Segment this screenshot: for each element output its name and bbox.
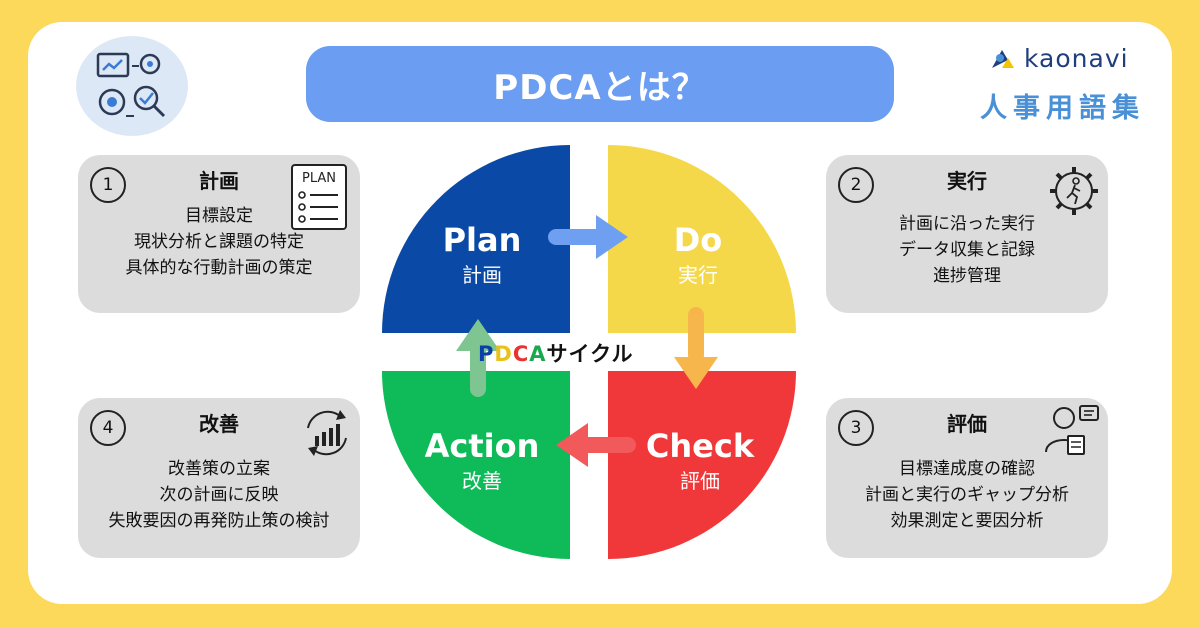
- kaonavi-logo-icon: [992, 50, 1014, 68]
- arrow-do-to-check: [674, 307, 718, 389]
- arrow-action-to-plan: [456, 319, 500, 397]
- step-item: 次の計画に反映: [159, 485, 279, 505]
- step-number: 1: [90, 167, 126, 203]
- step-item: 目標設定: [185, 206, 253, 226]
- check-label: Check 評価: [620, 426, 780, 496]
- page-title: PDCAとは？: [493, 67, 707, 108]
- strategy-illustration: [76, 36, 188, 136]
- action-label: Action 改善: [402, 426, 562, 496]
- step-item: 目標達成度の確認: [899, 459, 1035, 479]
- step-item: 失敗要因の再発防止策の検討: [108, 511, 330, 531]
- step-item: 計画に沿った実行: [899, 214, 1035, 234]
- step-item: 具体的な行動計画の策定: [125, 258, 313, 278]
- page-title-banner: PDCAとは？: [306, 46, 894, 122]
- do-label-ja: 実行: [678, 263, 718, 287]
- check-label-en: Check: [645, 427, 755, 465]
- step-number: 2: [838, 167, 874, 203]
- reviewer-icon: [1045, 405, 1099, 455]
- step-title: 計画: [199, 169, 239, 193]
- step-item: 計画と実行のギャップ分析: [865, 485, 1069, 505]
- plan-document-icon: PLAN: [291, 164, 347, 230]
- arrow-check-to-action: [556, 423, 636, 467]
- plan-label-en: Plan: [442, 221, 522, 259]
- gear-runner-icon: [1050, 167, 1098, 215]
- step-item: 改善策の立案: [168, 459, 270, 479]
- brand-subtitle: 人事用語集: [980, 93, 1145, 124]
- check-label-ja: 評価: [680, 469, 720, 493]
- step-items: 改善策の立案 次の計画に反映 失敗要因の再発防止策の検討: [78, 456, 360, 534]
- step-box-do: 2 実行 計画に沿った実行 データ収集と記録 進捗管理: [826, 155, 1108, 313]
- step-box-check: 3 評価 目標達成度の確認 計画と実行のギャップ分析 効果測定と要因分析: [826, 398, 1108, 558]
- brand-logo: kaonavi 人事用語集: [980, 42, 1150, 124]
- pdca-letter-c: C: [512, 342, 530, 366]
- do-label: Do 実行: [618, 220, 778, 290]
- arrow-plan-to-do: [548, 215, 628, 259]
- pdca-letter-a: A: [529, 342, 547, 366]
- cycle-label-suffix: サイクル: [546, 342, 634, 366]
- pdca-cycle-diagram: [382, 145, 796, 559]
- step-title: 改善: [199, 412, 239, 436]
- step-number: 3: [838, 410, 874, 446]
- brand-name: kaonavi: [1024, 44, 1129, 73]
- step-item: データ収集と記録: [899, 240, 1035, 260]
- growth-chart-icon: [307, 410, 347, 456]
- step-items: 計画に沿った実行 データ収集と記録 進捗管理: [826, 211, 1108, 289]
- step-box-plan: 1 計画 目標設定 現状分析と課題の特定 具体的な行動計画の策定 PLAN: [78, 155, 360, 313]
- step-items: 目標設定 現状分析と課題の特定 具体的な行動計画の策定: [78, 203, 360, 281]
- action-label-ja: 改善: [462, 469, 502, 493]
- step-item: 現状分析と課題の特定: [134, 232, 304, 252]
- pdca-letter-p: P: [478, 342, 495, 366]
- step-items: 目標達成度の確認 計画と実行のギャップ分析 効果測定と要因分析: [826, 456, 1108, 534]
- pdca-letters: PDCA: [478, 342, 547, 366]
- quadrant-do: [608, 145, 796, 333]
- plan-icon-text: PLAN: [302, 171, 336, 186]
- quadrant-action: [382, 371, 570, 559]
- do-label-en: Do: [673, 221, 723, 259]
- step-title: 実行: [947, 169, 987, 193]
- step-number: 4: [90, 410, 126, 446]
- plan-label-ja: 計画: [462, 263, 502, 287]
- step-item: 効果測定と要因分析: [890, 511, 1044, 531]
- step-box-action: 4 改善 改善策の立案 次の計画に反映 失敗要因の再発防止策の検討: [78, 398, 360, 558]
- strategy-icon: [96, 52, 166, 118]
- plan-label: Plan 計画: [402, 220, 562, 290]
- step-title: 評価: [947, 412, 987, 436]
- quadrant-check: [608, 371, 796, 559]
- action-label-en: Action: [424, 427, 540, 465]
- pdca-cycle-label: PDCAサイクル: [478, 338, 698, 368]
- pdca-letter-d: D: [494, 342, 513, 366]
- quadrant-plan: [382, 145, 570, 333]
- step-item: 進捗管理: [933, 266, 1001, 286]
